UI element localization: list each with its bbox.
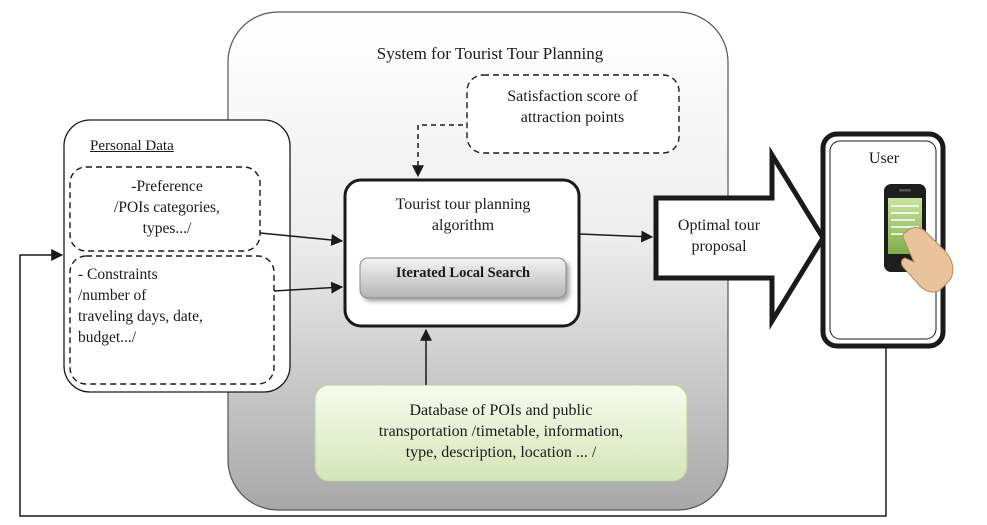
personal-data-title: Personal Data bbox=[90, 138, 174, 154]
satisfaction-line: attraction points bbox=[520, 109, 625, 126]
satisfaction-text: Satisfaction score of attraction points bbox=[470, 86, 675, 128]
preference-box bbox=[69, 166, 261, 252]
optimal-tour-line: Optimal tour bbox=[677, 217, 761, 234]
satisfaction-box bbox=[466, 74, 680, 154]
feedback-loop-line bbox=[19, 249, 887, 517]
algorithm-line: algorithm bbox=[431, 217, 495, 234]
algorithm-text: Tourist tour planning algorithm bbox=[350, 194, 576, 236]
optimal-tour-text: Optimal tour proposal bbox=[664, 215, 774, 257]
ils-label: Iterated Local Search bbox=[395, 265, 531, 281]
preference-line: types.../ bbox=[142, 220, 192, 237]
smartphone-with-hand-icon bbox=[884, 184, 954, 293]
satisfaction-line: Satisfaction score of bbox=[507, 88, 638, 105]
database-line: transportation /timetable, information, bbox=[378, 423, 624, 440]
constraints-line: budget.../ bbox=[78, 329, 137, 346]
system-title: System for Tourist Tour Planning bbox=[376, 44, 604, 63]
constraints-line: traveling days, date, bbox=[78, 308, 203, 325]
constraints-line: - Constraints bbox=[78, 266, 158, 283]
database-line: Database of POIs and public bbox=[409, 402, 593, 419]
preference-line: /POIs categories, bbox=[114, 199, 220, 216]
optimal-tour-line: proposal bbox=[691, 238, 747, 255]
preference-text: -Preference /POIs categories, types.../ bbox=[78, 176, 256, 239]
constraints-box bbox=[69, 255, 275, 385]
constraints-line: /number of bbox=[78, 287, 147, 304]
preference-line: -Preference bbox=[131, 178, 203, 195]
database-box bbox=[314, 384, 688, 482]
user-box-inner-border bbox=[829, 140, 937, 340]
optimal-tour-arrow bbox=[653, 146, 826, 330]
constraints-to-algorithm-arrow bbox=[273, 281, 344, 294]
satisfaction-to-algorithm-arrow bbox=[412, 124, 463, 178]
database-line: type, description, location ... / bbox=[405, 444, 597, 461]
algorithm-line: Tourist tour planning bbox=[395, 196, 531, 213]
preference-to-algorithm-arrow bbox=[259, 232, 344, 246]
algorithm-to-output-arrow bbox=[579, 230, 654, 243]
constraints-text: - Constraints /number of traveling days,… bbox=[78, 264, 268, 348]
ils-box bbox=[359, 257, 567, 299]
database-text: Database of POIs and public transportati… bbox=[318, 400, 684, 463]
user-label: User bbox=[868, 150, 900, 167]
